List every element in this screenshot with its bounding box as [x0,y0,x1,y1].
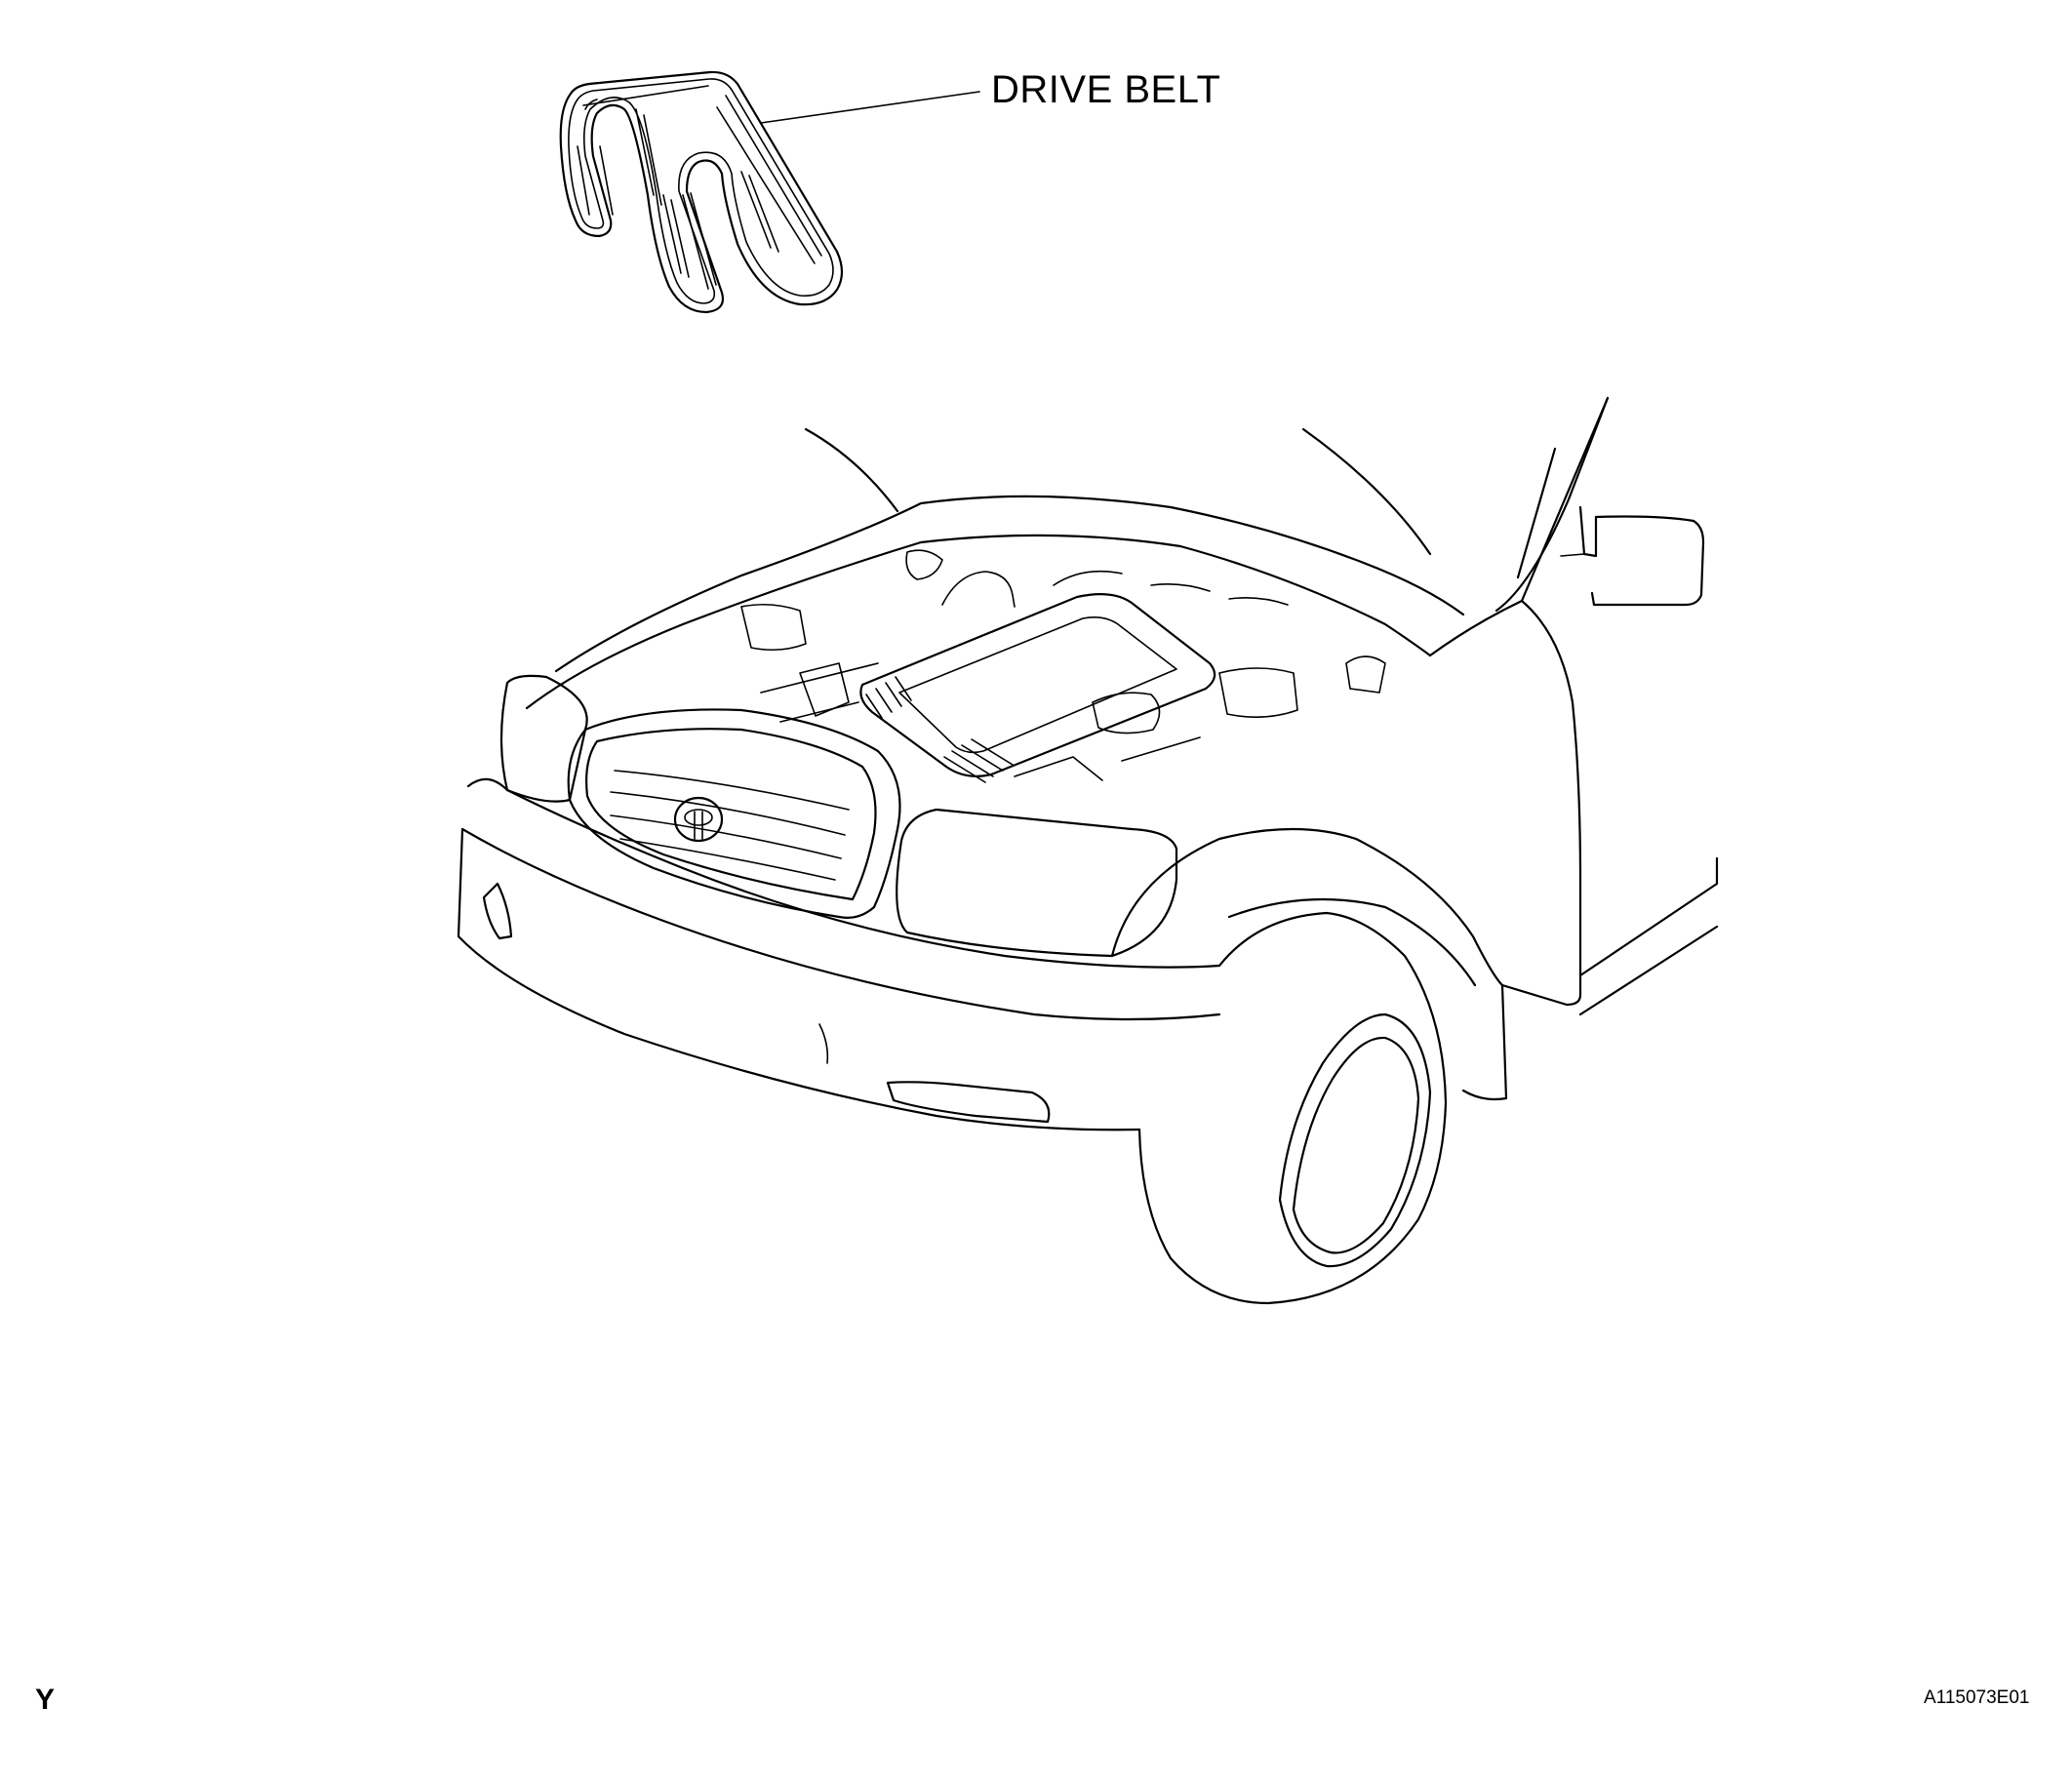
figure-code: A115073E01 [1924,1687,2030,1708]
drive-belt-illustration [559,70,980,314]
drive-belt-label: DRIVE BELT [991,68,1221,111]
vehicle-front-illustration [457,396,1719,1305]
corner-mark: Y [35,1684,56,1716]
